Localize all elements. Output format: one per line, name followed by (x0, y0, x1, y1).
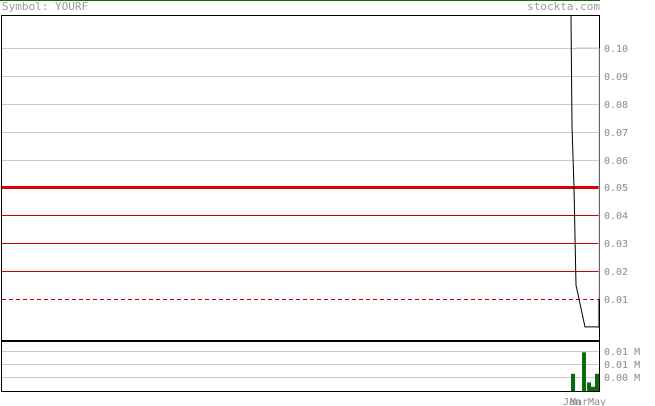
date-tick-label: May (588, 397, 606, 406)
volume-tick-label: 0.01 M (604, 360, 640, 371)
volume-panel-frame (1, 341, 600, 392)
price-line (570, 15, 600, 328)
price-axis: 0.10 0.09 0.08 0.07 0.06 0.05 0.04 0.03 0.02 0.01 (604, 44, 628, 306)
price-tick-label: 0.05 (604, 183, 628, 194)
price-line-group (570, 15, 600, 328)
price-panel-frame (1, 15, 600, 341)
volume-bar (571, 373, 575, 391)
volume-bar (587, 382, 591, 391)
site-label: stockta.com (527, 0, 600, 13)
price-tick-label: 0.03 (604, 239, 628, 250)
price-tick-label: 0.01 (604, 295, 628, 306)
price-tick-label: 0.09 (604, 72, 628, 83)
price-tick-label: 0.04 (604, 211, 628, 222)
volume-grid (2, 351, 599, 378)
price-levels (2, 186, 599, 300)
header-rule (0, 0, 600, 1)
price-tick-label: 0.08 (604, 100, 628, 111)
volume-bar (582, 352, 586, 391)
price-tick-label: 0.07 (604, 128, 628, 139)
price-tick-label: 0.06 (604, 156, 628, 167)
volume-bar (595, 373, 599, 391)
date-tick-label: Mar (570, 397, 588, 406)
moving-average (573, 47, 600, 327)
price-grid (2, 48, 599, 161)
volume-bars (571, 352, 599, 391)
date-tick-label: Jan (563, 397, 581, 406)
volume-tick-label: 0.00 M (604, 373, 640, 384)
moving-average-line (573, 47, 599, 51)
volume-axis: 0.01 M 0.01 M 0.00 M (604, 347, 640, 384)
volume-bar (591, 386, 595, 391)
price-tick-label: 0.10 (604, 44, 628, 55)
volume-tick-label: 0.01 M (604, 347, 640, 358)
price-tick-label: 0.02 (604, 267, 628, 278)
symbol-label: Symbol: YOURF (2, 0, 89, 13)
